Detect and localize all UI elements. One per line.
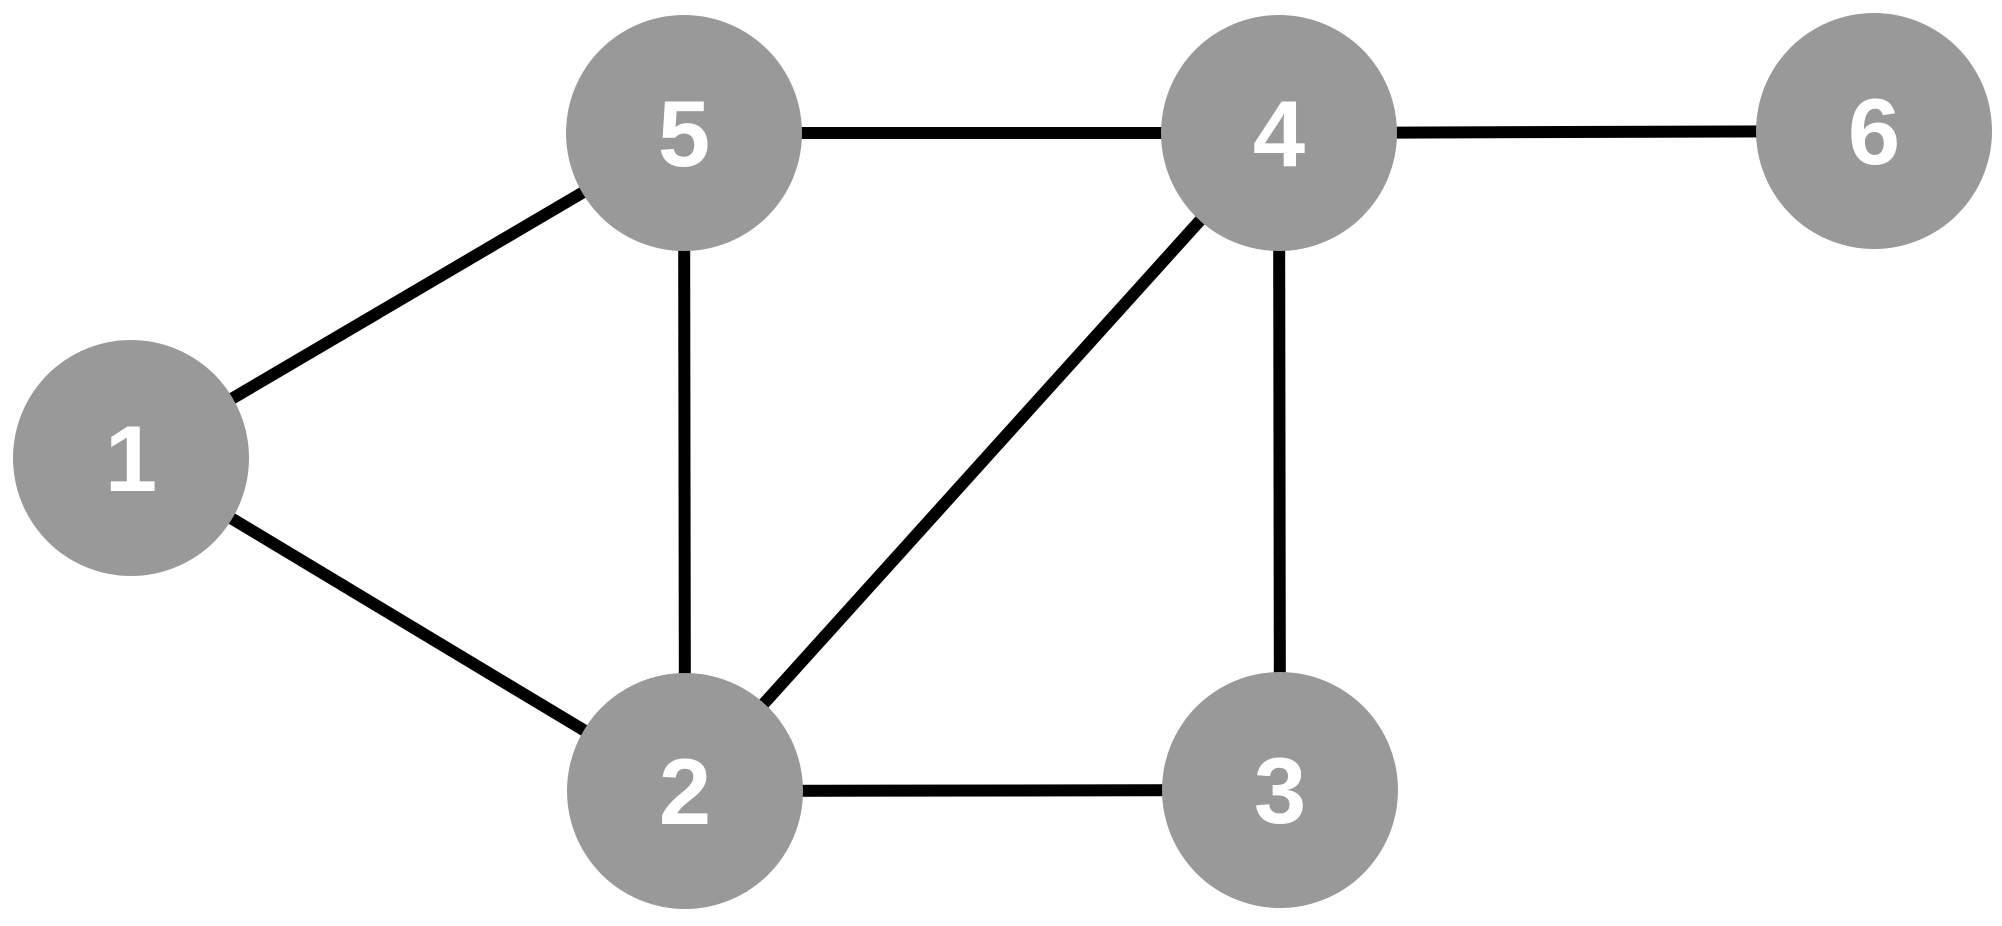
graph-node-1 [13, 340, 249, 576]
nodes-layer [13, 13, 1992, 909]
graph-node-5 [566, 15, 802, 251]
labels-layer: 1 2 3 4 5 6 [105, 79, 1900, 844]
edges-layer [127, 125, 1875, 797]
graph-node-4 [1161, 15, 1397, 251]
graph-node-6 [1756, 13, 1992, 249]
node-label-6: 6 [1848, 79, 1900, 184]
node-label-4: 4 [1253, 81, 1305, 186]
node-label-1: 1 [105, 406, 157, 511]
node-label-3: 3 [1254, 738, 1306, 843]
graph-edge-2-4 [680, 128, 1284, 796]
graph-node-3 [1162, 672, 1398, 908]
node-label-2: 2 [659, 739, 711, 844]
graph-node-2 [567, 673, 803, 909]
node-label-5: 5 [658, 81, 710, 186]
